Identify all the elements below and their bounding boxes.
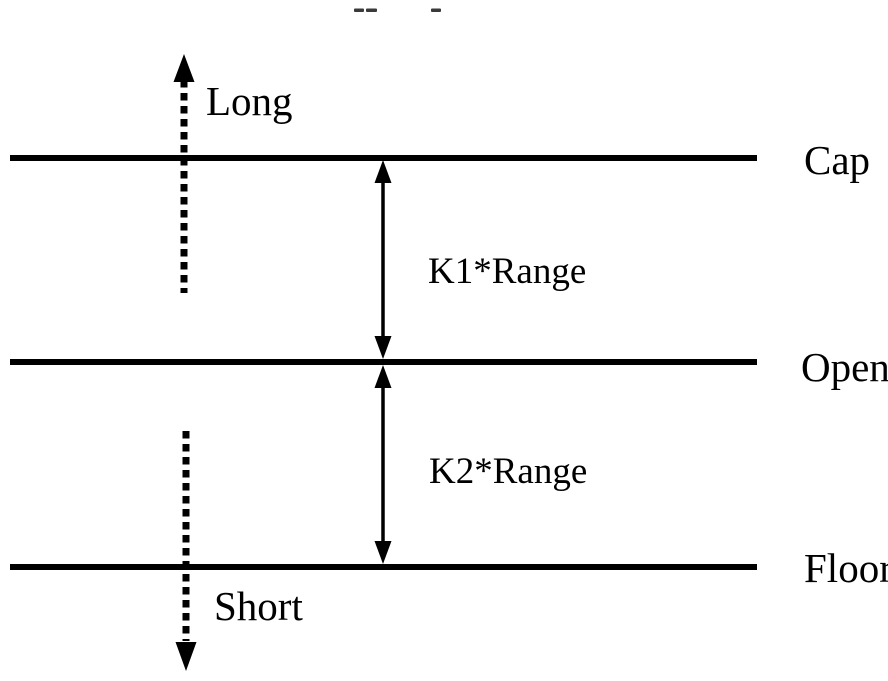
up-arrowhead-icon (374, 160, 392, 183)
floor-label: Floor (804, 545, 888, 591)
open-label: Open (801, 344, 888, 390)
up-arrowhead-icon (173, 54, 195, 82)
k2-range-label: K2*Range (429, 451, 587, 492)
down-arrowhead-icon (374, 541, 392, 564)
short-direction-arrow (175, 431, 197, 671)
down-arrowhead-icon (374, 336, 392, 359)
down-arrowhead-icon (175, 642, 197, 671)
k1-range-arrow (374, 160, 392, 359)
k1-range-label: K1*Range (428, 251, 586, 292)
cropped-text-artifact (354, 8, 441, 12)
up-arrowhead-icon (374, 365, 392, 388)
short-label: Short (214, 583, 303, 629)
cap-label: Cap (804, 137, 870, 183)
long-direction-arrow (173, 54, 195, 293)
k2-range-arrow (374, 365, 392, 564)
long-label: Long (206, 78, 293, 124)
